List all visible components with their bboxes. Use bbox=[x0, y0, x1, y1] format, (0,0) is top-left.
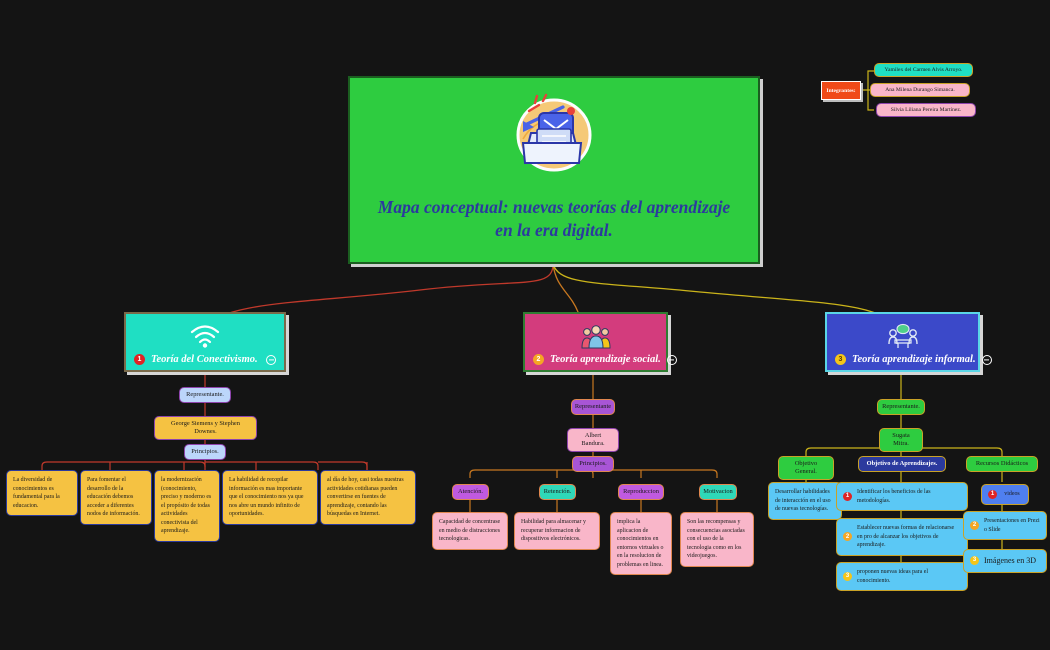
branch-label: Teoría del Conectivismo. bbox=[151, 354, 258, 365]
branch-label: Teoría aprendizaje social. bbox=[550, 354, 661, 365]
node-representante-name[interactable]: Sugata Mitra. bbox=[879, 428, 923, 453]
detail-box[interactable]: La habilidad de recopilar información es… bbox=[222, 470, 318, 525]
principle-label[interactable]: Motivacion bbox=[699, 484, 737, 501]
node-representante-name[interactable]: Albert Bandura. bbox=[567, 428, 619, 453]
item-number-badge: 2 bbox=[970, 521, 979, 531]
objective-item[interactable]: 2 Establecer nuevas formas de relacionar… bbox=[836, 518, 968, 556]
folder-mail-icon bbox=[350, 78, 758, 178]
branch-number-badge: 2 bbox=[533, 354, 544, 365]
collapse-icon[interactable] bbox=[666, 354, 677, 365]
member-item[interactable]: Ana Milena Durango Simanca. bbox=[870, 83, 970, 97]
people-group-icon bbox=[525, 314, 666, 350]
objective-item[interactable]: 1 Identificar los beneficios de las meto… bbox=[836, 482, 968, 512]
branch-card-aprendizaje-social[interactable]: 2 Teoría aprendizaje social. bbox=[523, 312, 677, 372]
item-number-badge: 1 bbox=[988, 490, 997, 499]
objective-text: Identificar los beneficios de las metodo… bbox=[857, 489, 931, 504]
detail-box[interactable]: Capacidad de concentrase en medio de dis… bbox=[432, 512, 508, 550]
collapse-icon[interactable] bbox=[266, 354, 276, 365]
branch-card-aprendizaje-informal[interactable]: 3 Teoría aprendizaje informal. bbox=[825, 312, 992, 372]
branch-card-conectivismo[interactable]: 1 Teoría del Conectivismo. bbox=[124, 312, 286, 372]
detail-box[interactable]: Habilidad para almacenar y recuperar inf… bbox=[514, 512, 600, 550]
node-representante-name[interactable]: George Siemens y Stephen Downes. bbox=[154, 416, 257, 441]
detail-box[interactable]: la modernización (conocimiento, preciso … bbox=[154, 470, 220, 542]
detail-box[interactable]: Para fomentar el desarrollo de la educac… bbox=[80, 470, 152, 525]
member-item[interactable]: Yamilex del Carmen Alvis Arroyo. bbox=[874, 63, 973, 77]
wifi-icon bbox=[126, 314, 284, 350]
item-number-badge: 2 bbox=[843, 532, 852, 542]
item-number-badge: 3 bbox=[970, 556, 979, 566]
member-item[interactable]: Silvia Liliana Pereira Martínez. bbox=[876, 103, 976, 117]
branch-number-badge: 1 bbox=[134, 354, 145, 365]
column-heading-objetivo-general[interactable]: Objetivo General. bbox=[778, 456, 834, 481]
page-title: Mapa conceptual: nuevas teorías del apre… bbox=[377, 197, 731, 240]
objective-item[interactable]: 3 proponen nuevas ideas para el conocimi… bbox=[836, 562, 968, 592]
node-representante[interactable]: Representante. bbox=[179, 387, 231, 404]
detail-box[interactable]: Desarrollar habilidades de interacción e… bbox=[768, 482, 842, 520]
detail-box[interactable]: implica la aplicacion de conocimientos e… bbox=[610, 512, 672, 576]
node-principios[interactable]: Principios. bbox=[572, 456, 614, 473]
node-representante[interactable]: Representante. bbox=[877, 399, 925, 416]
detail-box[interactable]: La diversidad de conocimientos es fundam… bbox=[6, 470, 78, 517]
principle-label[interactable]: Reproduccion bbox=[618, 484, 664, 501]
column-heading-objetivo-aprendizajes[interactable]: Objetivo de Aprendizajes. bbox=[858, 456, 946, 473]
objective-text: Establecer nuevas formas de relacionarse… bbox=[857, 525, 955, 549]
central-topic-node[interactable]: Mapa conceptual: nuevas teorías del apre… bbox=[348, 76, 760, 264]
detail-box[interactable]: al día de hoy, casi todas nuestras activ… bbox=[320, 470, 416, 525]
resource-text: videos bbox=[1004, 491, 1020, 498]
item-number-badge: 1 bbox=[843, 492, 852, 502]
principle-label[interactable]: Retención. bbox=[539, 484, 576, 501]
item-number-badge: 3 bbox=[843, 572, 852, 582]
resource-item[interactable]: 2 Presentaciones en Prezi o Slide bbox=[963, 511, 1047, 541]
objective-text: proponen nuevas ideas para el conocimien… bbox=[857, 569, 928, 584]
resource-text: Presentaciones en Prezi o Slide bbox=[984, 518, 1040, 533]
branch-label: Teoría aprendizaje informal. bbox=[852, 354, 976, 365]
branch-number-badge: 3 bbox=[835, 354, 846, 365]
people-table-icon bbox=[827, 314, 978, 350]
resource-text: Imágenes en 3D bbox=[984, 556, 1036, 565]
resource-item[interactable]: 1 videos bbox=[981, 484, 1029, 505]
node-representante[interactable]: Representante bbox=[571, 399, 615, 416]
node-principios[interactable]: Principios. bbox=[184, 444, 226, 461]
integrantes-label[interactable]: Integrantes: bbox=[821, 81, 861, 100]
column-heading-recursos-didacticos[interactable]: Recursos Didácticos bbox=[966, 456, 1038, 473]
detail-box[interactable]: Son las recompensas y consecuencias asoc… bbox=[680, 512, 754, 567]
collapse-icon[interactable] bbox=[981, 354, 992, 365]
principle-label[interactable]: Atención. bbox=[452, 484, 489, 501]
resource-item[interactable]: 3 Imágenes en 3D bbox=[963, 549, 1047, 573]
